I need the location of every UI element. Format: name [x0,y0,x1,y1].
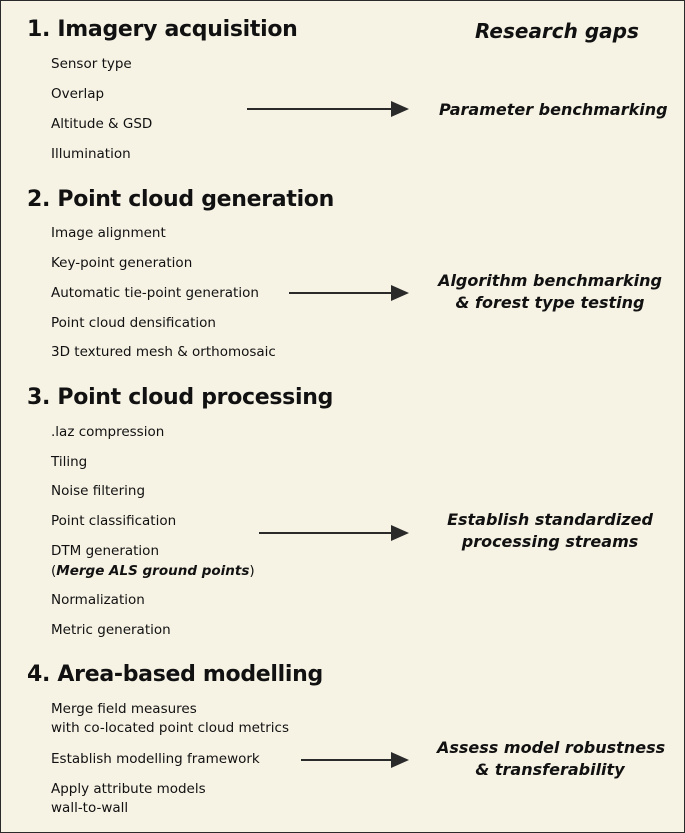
section-4-heading: 4. Area-based modelling [27,662,323,687]
section-4-item: wall-to-wall [51,800,129,816]
section-2-gap: Algorithm benchmarking & forest type tes… [431,270,669,314]
section-4-item: Apply attribute models [51,781,206,797]
section-2-item: Point cloud densification [51,315,216,331]
section-2-item: Key-point generation [51,255,193,271]
section-3-item: Tiling [51,454,88,470]
section-3-item: Noise filtering [51,483,146,499]
gap-line: Algorithm benchmarking [438,271,662,290]
gap-line: Establish standardized [447,510,653,529]
section-4-item: Establish modelling framework [51,751,260,767]
section-3-item: Metric generation [51,622,171,638]
section-3-heading: 3. Point cloud processing [27,385,334,410]
gap-line: processing streams [461,532,639,551]
section-4-arrow [301,752,409,768]
section-3-gap: Establish standardized processing stream… [437,509,663,553]
section-1-item: Sensor type [51,56,132,72]
section-1-heading: 1. Imagery acquisition [27,17,298,42]
dtm-note-close: ) [249,563,255,579]
gap-line: & forest type testing [455,293,645,312]
section-1-item: Altitude & GSD [51,116,153,132]
dtm-note-open: ( [51,563,57,579]
dtm-note-text: Merge ALS ground points [56,563,250,579]
section-2-item: Automatic tie-point generation [51,285,259,301]
section-2-heading: 2. Point cloud generation [27,187,334,212]
gap-line: & transferability [475,760,625,779]
research-gaps-title: Research gaps [475,19,639,43]
section-3-arrow [259,525,409,541]
section-4-gap: Assess model robustness & transferabilit… [437,737,666,781]
section-1-gap: Parameter benchmarking [439,99,668,121]
section-2-item: Image alignment [51,225,166,241]
section-1-item: Illumination [51,146,131,162]
section-3-item: Point classification [51,513,177,529]
section-1-item: Overlap [51,86,105,102]
section-4-item: Merge field measures [51,701,197,717]
section-4-item: with co-located point cloud metrics [51,720,289,736]
gap-line: Parameter benchmarking [439,100,668,119]
section-2-arrow [289,285,409,301]
section-2-item: 3D textured mesh & orthomosaic [51,344,276,360]
dtm-note: (Merge ALS ground points) [51,562,255,580]
section-3-item: DTM generation [51,543,159,559]
gap-line: Assess model robustness [437,738,666,757]
section-3-item: Normalization [51,592,145,608]
section-1-arrow [247,101,409,117]
section-3-item: .laz compression [51,424,165,440]
